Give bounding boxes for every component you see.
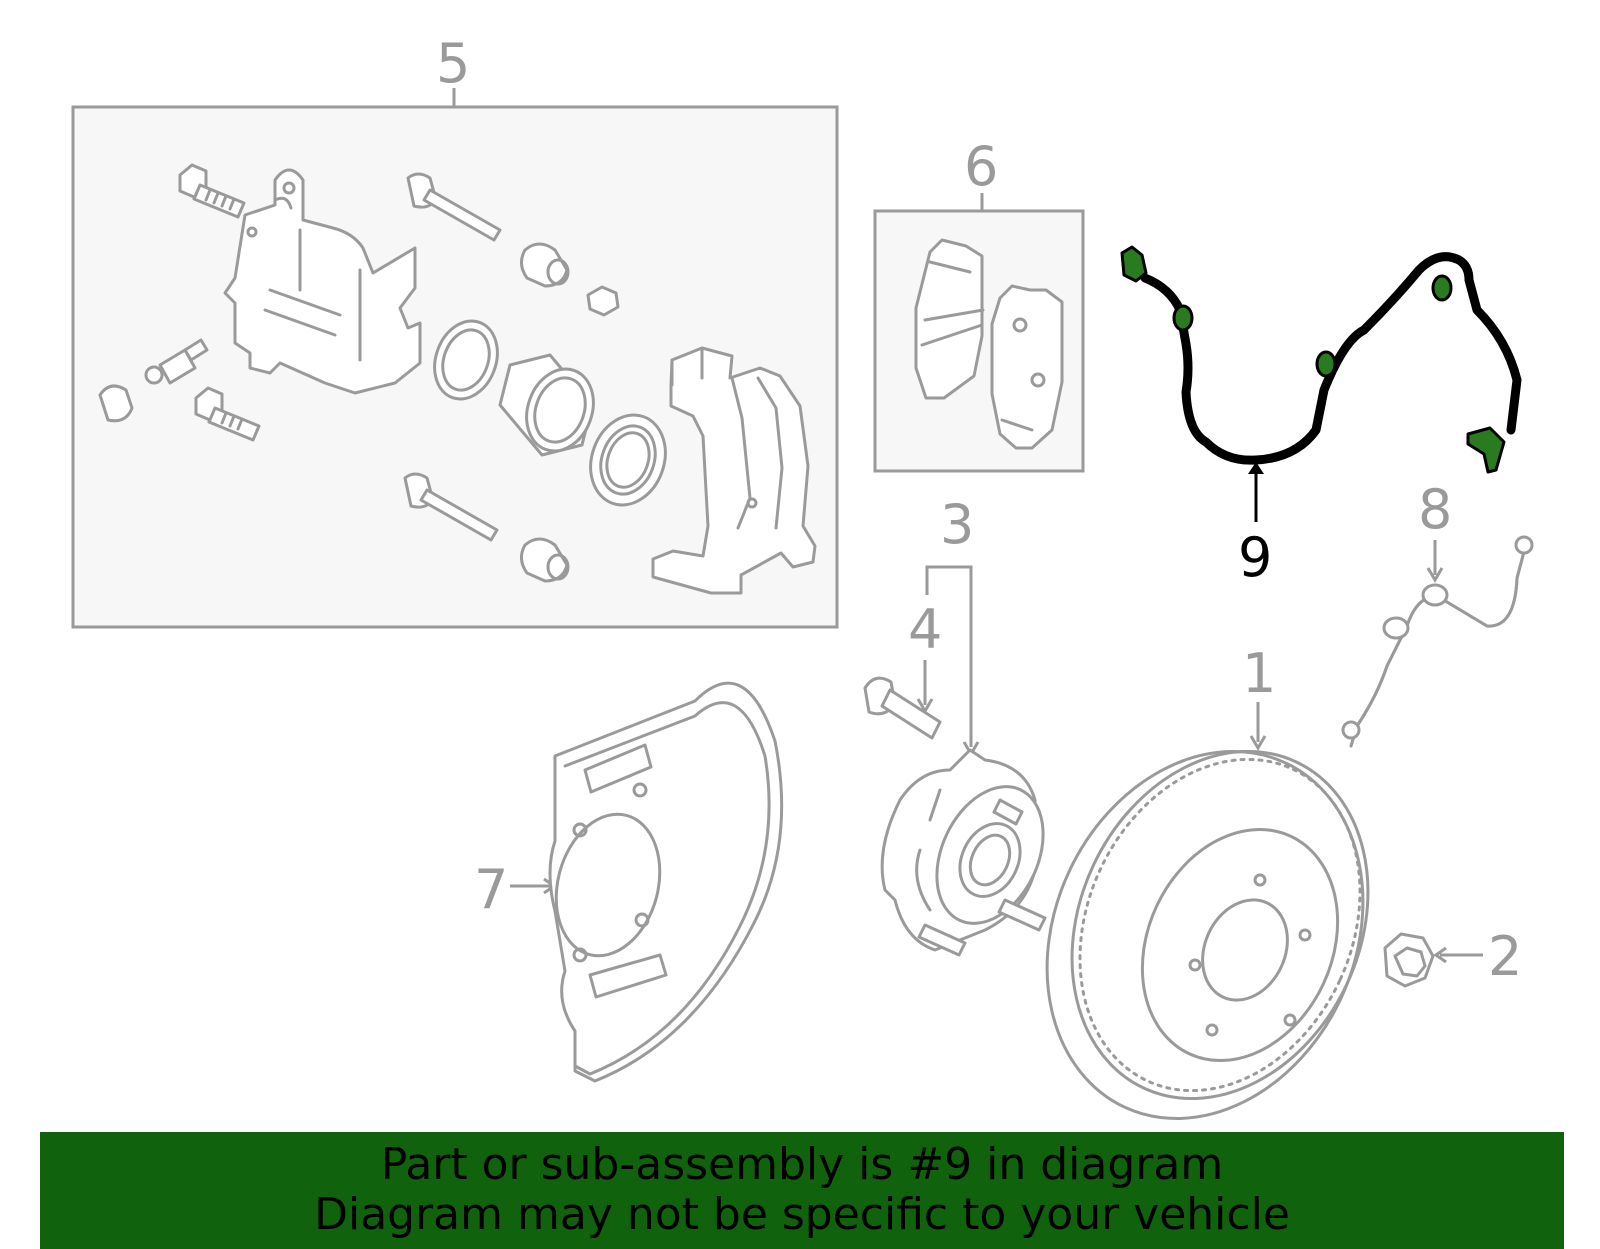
caliper-bolt-top [178, 163, 246, 219]
pin-boot-top [520, 242, 570, 288]
banner-line-2: Diagram may not be specific to your vehi… [314, 1189, 1290, 1240]
wheel-stud [863, 676, 942, 740]
caliper-bracket [651, 346, 817, 595]
brake-hose: 8 [1341, 478, 1534, 748]
caliper-piston [498, 353, 595, 457]
info-banner: Part or sub-assembly is #9 in diagram Di… [40, 1132, 1564, 1249]
callout-2[interactable]: 2 [1488, 925, 1522, 988]
wheel-hub-bearing [880, 748, 1047, 957]
bleeder-cap [98, 384, 134, 423]
caliper-nut [586, 285, 620, 317]
callout-6[interactable]: 6 [964, 135, 998, 198]
caliper-body [223, 168, 422, 395]
abs-sensor-harness[interactable] [1120, 245, 1522, 522]
pin-boot-bottom [520, 537, 570, 583]
piston-seal [433, 319, 499, 401]
hub-nut: 2 [1383, 925, 1522, 988]
callout-3[interactable]: 3 [940, 493, 974, 556]
callout-8[interactable]: 8 [1418, 478, 1452, 541]
brake-rotor: 1 [1045, 642, 1370, 1120]
callout-7[interactable]: 7 [474, 858, 508, 921]
bleeder-screw [144, 338, 209, 385]
hub-bearing-group: 3 4 [863, 493, 1047, 957]
dust-shield: 7 [474, 681, 784, 1083]
callout-5[interactable]: 5 [436, 32, 470, 95]
caliper-assembly-group: 5 [71, 32, 839, 629]
callout-9[interactable]: 9 [1238, 526, 1272, 589]
banner-line-1: Part or sub-assembly is #9 in diagram [380, 1139, 1224, 1190]
guide-pin-top [406, 172, 502, 242]
caliper-bolt-bottom [194, 386, 261, 442]
brake-pad-inner [914, 238, 985, 400]
guide-pin-bottom [403, 472, 499, 542]
piston-boot [589, 413, 667, 507]
brake-pads-group: 6 [873, 135, 1085, 473]
brake-pad-outer [990, 284, 1064, 450]
callout-4[interactable]: 4 [908, 598, 942, 661]
callout-1[interactable]: 1 [1242, 642, 1276, 705]
